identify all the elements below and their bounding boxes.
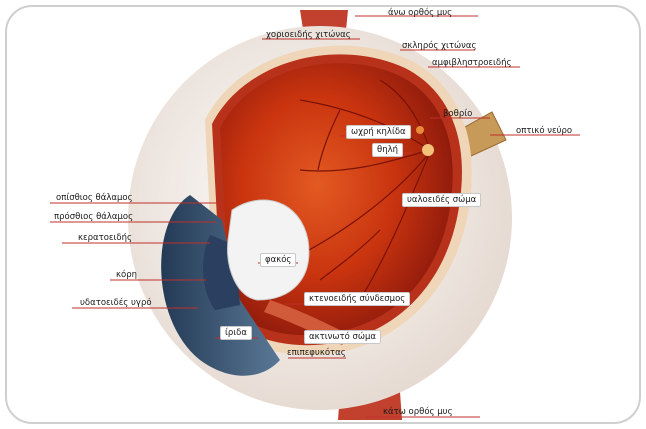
label-ciliary-body: ακτινωτό σώμα bbox=[304, 330, 382, 344]
label-macula: ωχρή κηλίδα bbox=[346, 125, 411, 139]
label-lens: φακός bbox=[260, 253, 297, 267]
label-fovea: βοθρίο bbox=[443, 109, 473, 119]
label-choroid: χοριοειδής χιτώνας bbox=[266, 30, 351, 40]
lens-shape bbox=[227, 199, 310, 301]
label-anterior-chamber: πρόσθιος θάλαμος bbox=[54, 212, 134, 222]
label-aqueous: υδατοειδές υγρό bbox=[80, 298, 152, 308]
label-retina: αμφιβληστροειδής bbox=[432, 58, 512, 68]
label-vitreous: υαλοειδές σώμα bbox=[402, 193, 482, 207]
label-sclera: σκληρός χιτώνας bbox=[402, 41, 477, 51]
label-pupil: κόρη bbox=[116, 270, 137, 280]
label-optic-disc: θηλή bbox=[372, 143, 404, 157]
retinal-vessels bbox=[289, 79, 431, 301]
label-superior-rectus: άνω ορθός μυς bbox=[388, 8, 453, 18]
label-posterior-chamber: οπίσθιος θάλαμος bbox=[56, 193, 133, 203]
label-inferior-rectus: κάτω ορθός μυς bbox=[383, 407, 453, 417]
label-conjunctiva: επιπεφυκότας bbox=[287, 348, 346, 358]
label-zonule: κτενοειδής σύνδεσμος bbox=[304, 292, 411, 306]
label-cornea: κερατοειδής bbox=[78, 233, 132, 243]
macula-spot bbox=[416, 126, 424, 134]
optic-disc-spot bbox=[422, 144, 434, 156]
label-optic-nerve: οπτικό νεύρο bbox=[516, 126, 573, 136]
label-iris: ίριδα bbox=[220, 326, 252, 340]
